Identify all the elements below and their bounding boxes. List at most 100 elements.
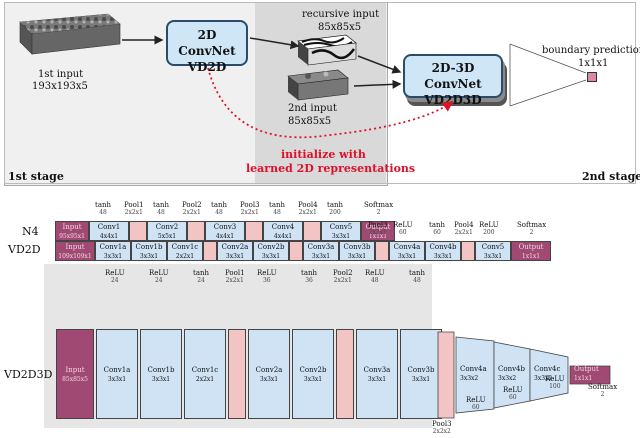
- first-input-size: 193x193x5: [32, 81, 88, 92]
- pool-layer: [187, 221, 205, 241]
- layer-name: Conv1: [97, 223, 121, 231]
- layer-name: Output: [365, 223, 391, 231]
- caption-param: 48: [370, 277, 379, 284]
- top-arrows: [122, 35, 587, 139]
- stage-box-outline: [4, 2, 636, 184]
- layer-name: Conv1b: [147, 366, 175, 374]
- layer-size: 3x3x1: [433, 253, 453, 260]
- io-layer: [569, 365, 611, 385]
- layer-size: 4x4x1: [273, 233, 293, 240]
- layer-name: Conv5: [481, 243, 505, 251]
- layer-size: 3x3x1: [151, 376, 171, 383]
- conv-layer: Conv4 4x4x1: [263, 221, 303, 241]
- layer-name: Conv4: [271, 223, 295, 231]
- layer-size: 3x3x1: [139, 253, 159, 260]
- conv-layer: [529, 348, 569, 402]
- layer-name: Input: [65, 243, 85, 251]
- caption-param: 2x2x1: [240, 209, 259, 216]
- layer-size: 3x3x1: [107, 376, 127, 383]
- n4-label: N4: [22, 225, 39, 238]
- layer-size: 3x3x1: [331, 233, 351, 240]
- caption-op: Pool3: [240, 201, 260, 209]
- recursive-input-size: 85x85x5: [318, 22, 362, 33]
- caption-op: ReLU: [479, 221, 499, 229]
- caption-op: tanh: [409, 269, 426, 277]
- caption-op: tanh: [211, 201, 228, 209]
- caption-param: 2x2x1: [298, 209, 317, 216]
- layer-size: 3x3x1: [303, 376, 323, 383]
- recursive-input-volume: [294, 33, 360, 71]
- caption-param: 48: [273, 209, 281, 216]
- layer-name: Input: [65, 366, 85, 374]
- layer-size: 109x109x1: [58, 253, 92, 260]
- caption-param: 48: [413, 277, 421, 284]
- layer-size: 4x4x1: [215, 233, 235, 240]
- caption-param: 2x2x1: [182, 209, 201, 216]
- vd2d3d-label: VD2D3D: [4, 368, 53, 381]
- caption-op: ReLU: [545, 375, 565, 383]
- caption-param: 2: [376, 209, 381, 216]
- layer-size: 3x3x1: [367, 376, 387, 383]
- pool-layer: [203, 241, 217, 261]
- caption-param: 36: [262, 277, 271, 284]
- layer-name: Conv3a: [307, 243, 335, 251]
- caption-op: Pool4: [298, 201, 318, 209]
- conv-layer: Conv1a 3x3x1: [95, 241, 131, 261]
- layer-size: 95x95x1: [59, 233, 85, 240]
- pool-layer: [461, 241, 475, 261]
- caption-param: 60: [471, 404, 480, 411]
- layer-size: 3x3x1: [261, 253, 281, 260]
- layer-size: 4x4x1: [99, 233, 119, 240]
- caption-op: Softmax: [588, 383, 618, 391]
- caption-op: Pool4: [454, 221, 474, 229]
- caption-op: tanh: [95, 201, 112, 209]
- first-input-volume: [14, 8, 124, 70]
- layer-size: 3x3x1: [103, 253, 123, 260]
- layer-name: Conv4b: [429, 243, 457, 251]
- conv-layer: Conv2b 3x3x1: [253, 241, 289, 261]
- pool-layer: [129, 221, 147, 241]
- io-layer: Input 109x109x1: [55, 241, 95, 261]
- layer-name: Conv2: [155, 223, 179, 231]
- layer-name: Output: [518, 243, 544, 251]
- caption-param: 2x2x1: [124, 209, 143, 216]
- caption-op: tanh: [429, 221, 446, 229]
- caption-param: 2: [529, 229, 534, 236]
- layer-name: Conv2b: [257, 243, 285, 251]
- layer-name: Conv3b: [343, 243, 371, 251]
- layer-name: Conv1a: [99, 243, 127, 251]
- caption-param: 60: [398, 229, 407, 236]
- layer-name: Conv1b: [135, 243, 163, 251]
- convnet-2d-line2: VD2D: [187, 60, 227, 74]
- caption-op: Pool3: [368, 221, 388, 229]
